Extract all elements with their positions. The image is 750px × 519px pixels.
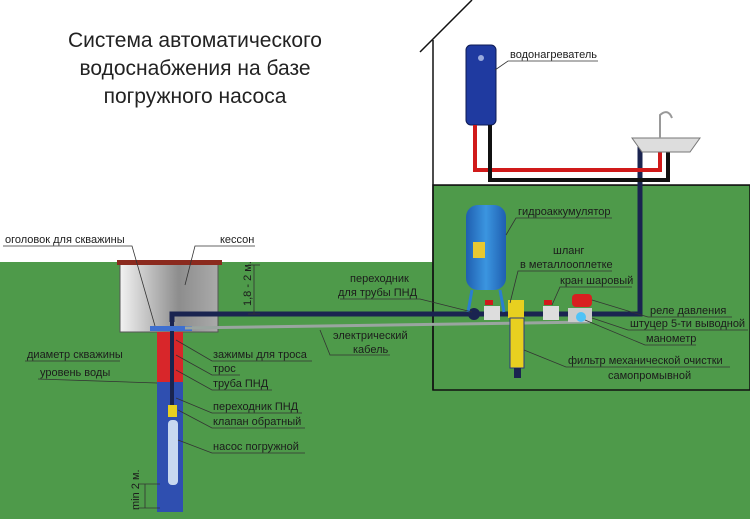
ball-valve-1	[484, 306, 500, 320]
label-adapter-1: переходник	[350, 273, 409, 285]
accumulator	[466, 205, 506, 313]
hot-pipe	[473, 125, 662, 172]
wellhead	[150, 326, 192, 331]
label-caisson: кессон	[220, 234, 254, 246]
label-hose-1: шланг	[553, 245, 584, 257]
label-hose-2: в металлооплетке	[520, 259, 613, 271]
label-filter-2: самопромывной	[608, 370, 691, 382]
title-line-2: водоснабжения на базе	[79, 57, 310, 80]
label-depth: 1,8 - 2 м.	[242, 261, 254, 306]
label-clamps: зажимы для троса	[213, 349, 308, 361]
manometer	[576, 312, 586, 322]
label-wellhead: оголовок для скважины	[5, 234, 125, 246]
depth-marker	[138, 264, 260, 509]
label-cable-1: электрический	[333, 330, 408, 342]
title-line-1: Система автоматического	[68, 29, 322, 52]
water-heater	[465, 44, 497, 126]
label-min-depth: min 2 м.	[130, 469, 142, 510]
label-filter-1: фильтр механической очистки	[568, 355, 723, 367]
caisson-lid	[117, 260, 222, 265]
label-accumulator: гидроаккумулятор	[518, 206, 611, 218]
sink	[631, 111, 701, 153]
leader-lines	[3, 60, 748, 454]
filter	[508, 300, 525, 378]
ball-valve-2	[543, 306, 559, 320]
label-water-heater: водонагреватель	[510, 49, 597, 61]
label-rope: трос	[213, 363, 236, 375]
pressure-switch	[572, 294, 592, 307]
label-water-level: уровень воды	[40, 367, 110, 379]
cold-pipe	[488, 125, 670, 182]
label-manometer: манометр	[646, 333, 696, 345]
label-ball-valve: кран шаровый	[560, 275, 633, 287]
caisson	[119, 263, 219, 333]
label-pressure-switch: реле давления	[650, 305, 726, 317]
check-valve	[168, 405, 177, 417]
well	[157, 320, 183, 512]
label-well-diameter: диаметр скважины	[27, 349, 123, 361]
label-cable-2: кабель	[353, 344, 389, 356]
label-fitting: штуцер 5-ти выводной	[630, 318, 745, 330]
label-pipe: труба ПНД	[213, 378, 269, 390]
label-adapter-2: для трубы ПНД	[338, 287, 418, 299]
label-pump: насос погружной	[213, 441, 299, 453]
title-line-3: погружного насоса	[104, 85, 287, 108]
label-check-valve: клапан обратный	[213, 416, 301, 428]
label-adapter-pnd: переходник ПНД	[213, 401, 299, 413]
submersible-pump	[168, 420, 178, 485]
